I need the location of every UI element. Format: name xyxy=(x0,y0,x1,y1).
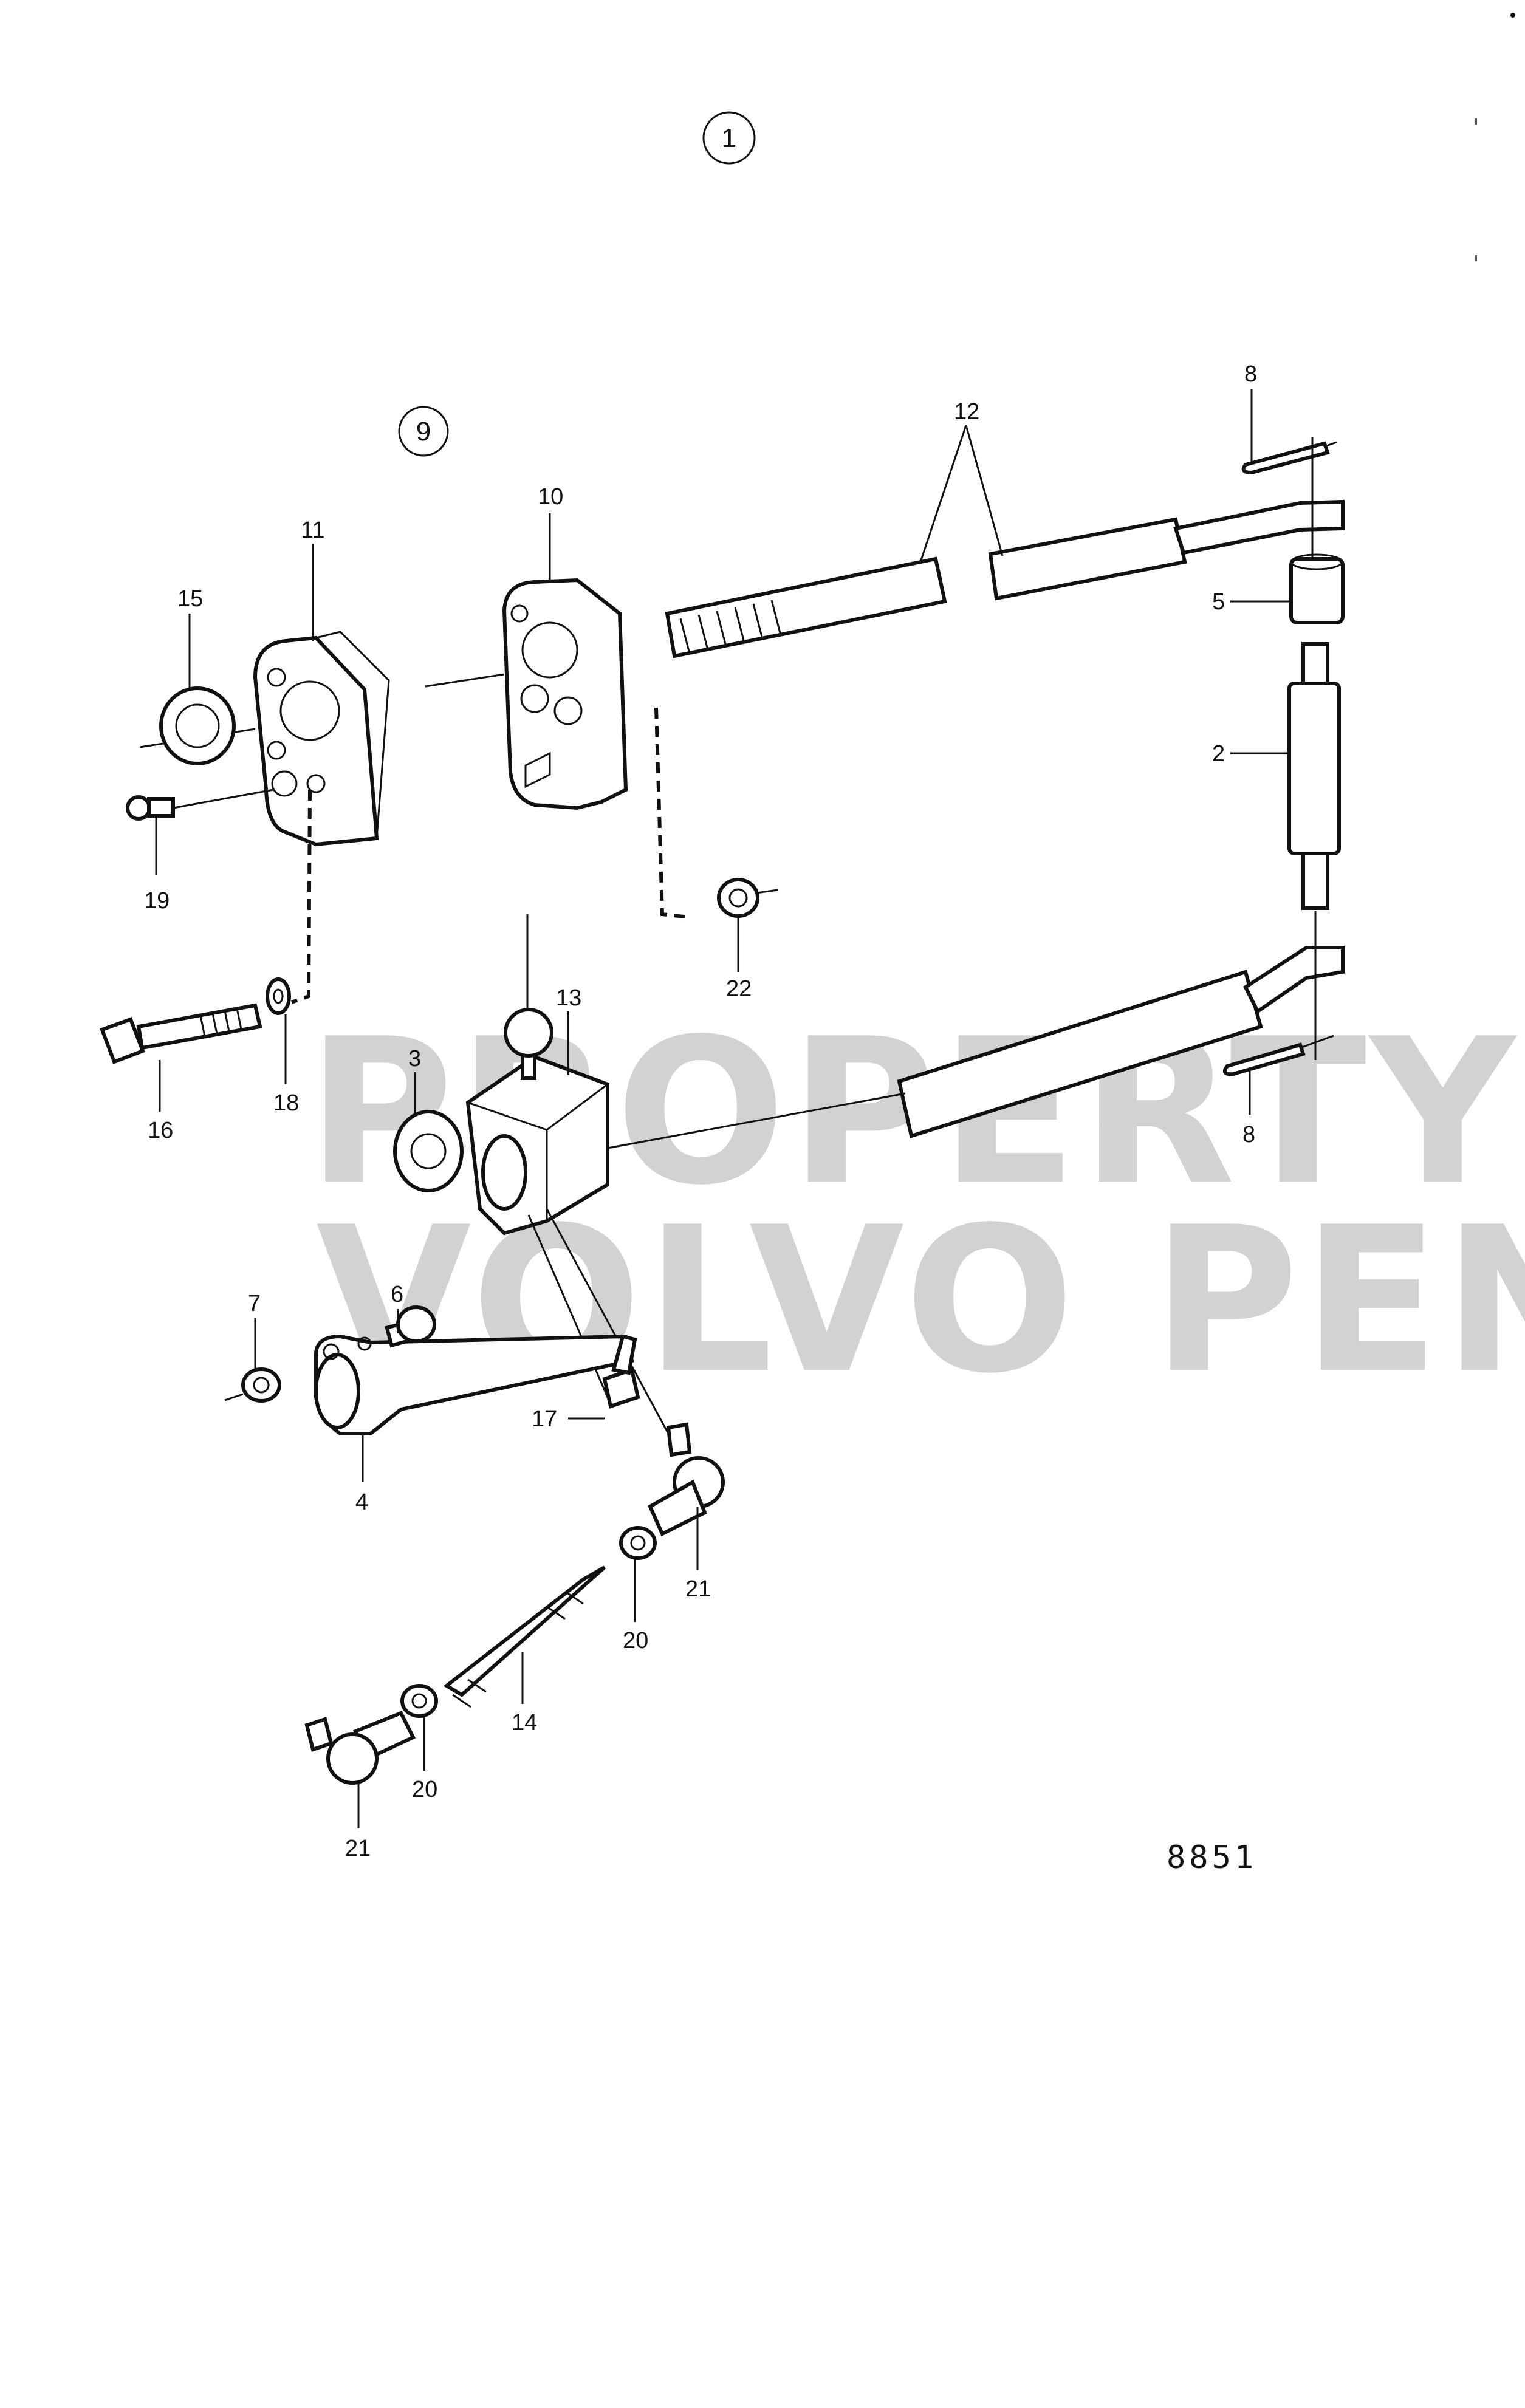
callout-15: 15 xyxy=(177,586,203,612)
threaded-rod-part-14 xyxy=(443,1565,606,1708)
callout-20-upper: 20 xyxy=(623,1628,648,1654)
grease-nipple-part-19 xyxy=(126,788,274,821)
nut-part-3 xyxy=(393,1110,464,1192)
callout-21-upper: 21 xyxy=(685,1576,711,1602)
nut-part-15 xyxy=(159,686,236,765)
group-marker-text: 9 xyxy=(416,417,431,446)
plate-part-11 xyxy=(139,631,390,847)
screw-part-17 xyxy=(602,1334,640,1409)
nut-upper-part-20 xyxy=(619,1526,657,1560)
bolt-part-16 xyxy=(100,1003,262,1064)
callout-7: 7 xyxy=(248,1291,261,1316)
header-number-text: 1 xyxy=(722,123,736,153)
dashed-location-line-left xyxy=(290,789,312,1004)
cotter-pin-upper-part-8 xyxy=(1241,441,1337,475)
callout-6: 6 xyxy=(391,1282,403,1307)
group-marker: 9 xyxy=(398,406,449,457)
callout-21-lower: 21 xyxy=(345,1836,371,1861)
callout-20-lower: 20 xyxy=(412,1777,437,1802)
nut-lower-part-20 xyxy=(400,1684,438,1718)
figure-number: 8851 xyxy=(1167,1839,1257,1876)
callout-2: 2 xyxy=(1212,741,1225,767)
callout-13: 13 xyxy=(556,985,581,1011)
ball-joint-upper-part-21 xyxy=(648,1422,725,1537)
lever-part-4 xyxy=(314,1334,634,1435)
cotter-pin-lower-part-8 xyxy=(1222,1035,1334,1076)
circled-header-number: 1 xyxy=(702,111,756,165)
block-part-13 xyxy=(465,914,609,1236)
callout-11: 11 xyxy=(301,518,324,543)
upper-shaft-part-12 xyxy=(665,499,1345,658)
callout-22: 22 xyxy=(726,976,752,1002)
callout-17: 17 xyxy=(532,1406,557,1432)
scan-marks xyxy=(1475,13,1515,261)
callout-8-lower: 8 xyxy=(1242,1122,1255,1148)
leader-lines xyxy=(155,389,1291,1828)
pin-part-2 xyxy=(1287,642,1341,1060)
callout-4: 4 xyxy=(355,1490,368,1515)
callout-14: 14 xyxy=(512,1710,537,1736)
lower-shaft xyxy=(607,946,1345,1149)
nut-part-22 xyxy=(717,878,778,918)
callout-3: 3 xyxy=(408,1046,421,1072)
callout-10: 10 xyxy=(538,484,563,510)
leader-line-block-to-rod xyxy=(546,1208,670,1434)
bracket-part-10 xyxy=(425,578,628,810)
callout-19: 19 xyxy=(144,888,170,914)
bushing-part-5 xyxy=(1289,437,1345,624)
callout-12: 12 xyxy=(954,399,979,425)
callout-18: 18 xyxy=(273,1090,299,1116)
nut-part-7 xyxy=(224,1367,281,1403)
callout-8-upper: 8 xyxy=(1244,361,1257,387)
callout-labels: 12 8 10 11 15 5 2 19 22 13 3 16 18 8 6 7… xyxy=(144,361,1257,1861)
callout-5: 5 xyxy=(1212,589,1225,615)
ball-joint-lower-part-21 xyxy=(304,1711,416,1785)
washer-part-18 xyxy=(266,977,291,1015)
dashed-location-line-right xyxy=(654,707,690,919)
bolt-part-6 xyxy=(385,1305,436,1348)
callout-16: 16 xyxy=(148,1118,173,1143)
